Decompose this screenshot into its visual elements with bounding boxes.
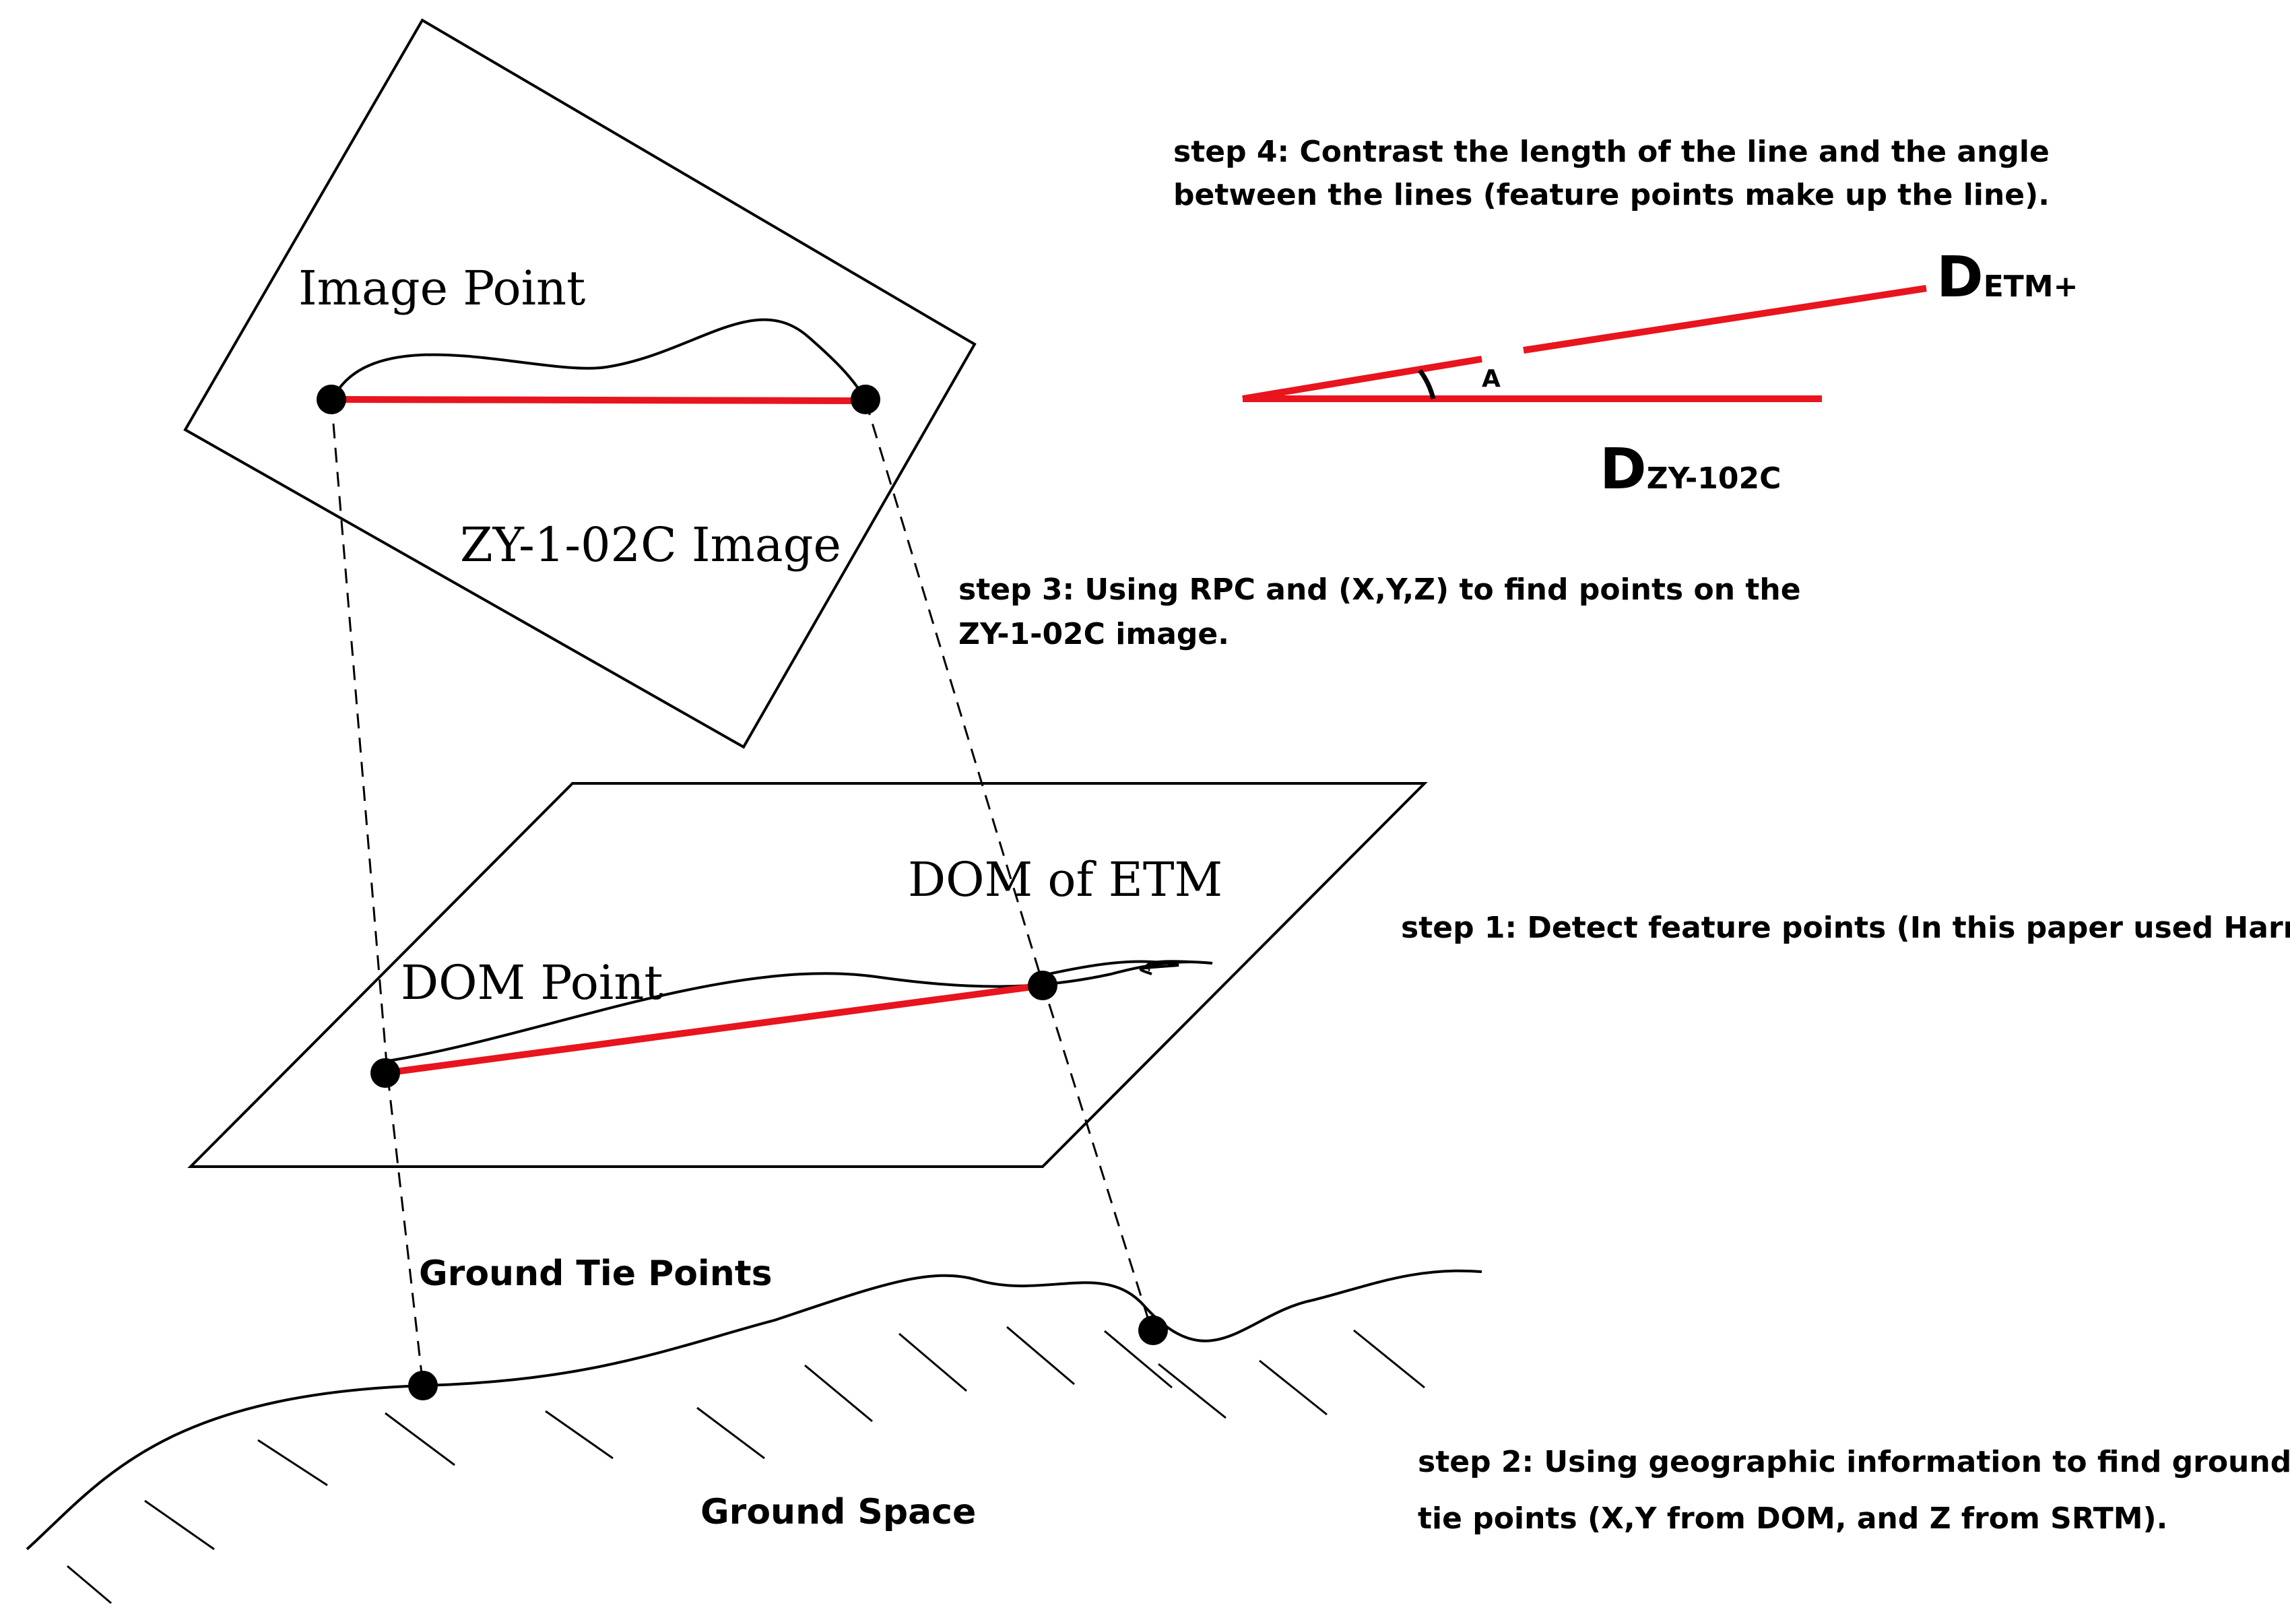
zy-image-frame bbox=[183, 18, 977, 749]
dom-feature-line bbox=[385, 982, 1043, 1076]
step1-text: step 1: Detect feature points (In this p… bbox=[1401, 911, 2290, 945]
image-point-left bbox=[317, 385, 346, 414]
dom-of-etm-label: DOM of ETM bbox=[908, 852, 1222, 907]
etm-line-part1 bbox=[1242, 356, 1482, 402]
angle-label: A bbox=[1482, 365, 1501, 393]
dom-feature-curve-tail bbox=[1042, 960, 1179, 977]
dom-point-left bbox=[370, 1058, 400, 1088]
step2-text: step 2: Using geographic information to … bbox=[1418, 1445, 2290, 1536]
etm-line-part2 bbox=[1523, 285, 1927, 354]
ground-point-right bbox=[1138, 1316, 1168, 1345]
ground-tie-points-label: Ground Tie Points bbox=[419, 1254, 773, 1294]
angle-comparison bbox=[1242, 285, 1927, 402]
dom-feature-curve bbox=[383, 960, 1213, 1063]
dom-point-label: DOM Point bbox=[401, 955, 663, 1010]
angle-arc bbox=[1418, 368, 1436, 399]
image-feature-curve bbox=[332, 318, 865, 399]
image-point-right bbox=[851, 385, 880, 414]
ground-surface bbox=[26, 1269, 1482, 1551]
ground-space-label: Ground Space bbox=[700, 1492, 976, 1532]
ground-hatches bbox=[67, 1326, 1425, 1604]
step4-text: step 4: Contrast the length of the line … bbox=[1173, 135, 2060, 212]
image-point-label: Image Point bbox=[298, 261, 585, 316]
dom-plane bbox=[187, 782, 1428, 1168]
dom-point-right bbox=[1028, 971, 1057, 1000]
ground-point-left bbox=[408, 1371, 438, 1400]
zy-image-label: ZY-1-02C Image bbox=[460, 517, 841, 573]
d-zy-label: DZY-102C bbox=[1600, 436, 1781, 502]
d-etm-label: DETM+ bbox=[1936, 244, 2078, 310]
image-feature-line bbox=[331, 396, 866, 404]
tie-point-dots bbox=[317, 385, 1168, 1400]
step3-text: step 3: Using RPC and (X,Y,Z) to find po… bbox=[958, 573, 1811, 651]
